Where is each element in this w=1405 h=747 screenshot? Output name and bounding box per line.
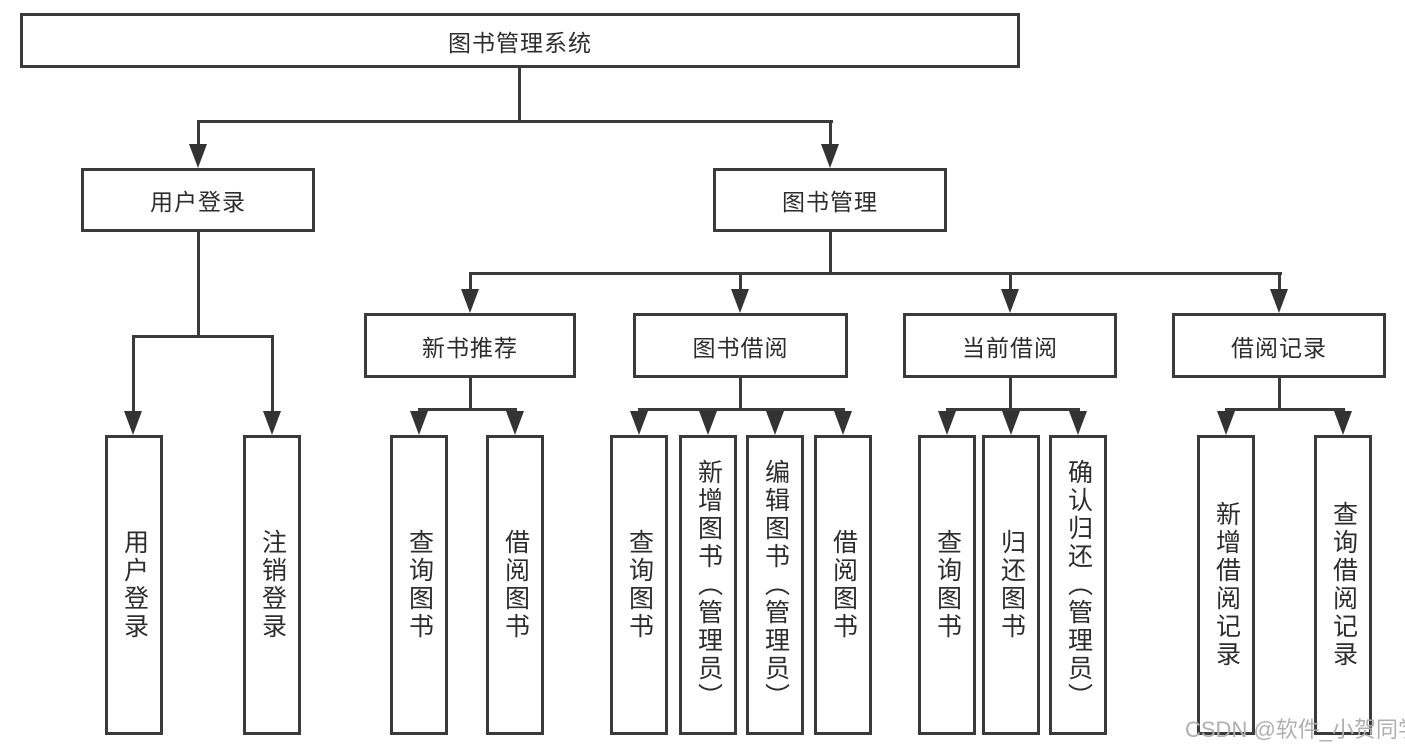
arrow-down-icon bbox=[699, 411, 717, 435]
arrow-down-icon bbox=[938, 411, 956, 435]
leaf-return-books: 归还图书 bbox=[982, 435, 1040, 735]
node-borrow-records-label: 借阅记录 bbox=[1231, 334, 1327, 361]
leaf-confirm-return-admin: 确认归还（管理员） bbox=[1049, 435, 1107, 735]
connector-line bbox=[132, 335, 135, 413]
leaf-add-book-admin: 新增图书（管理员） bbox=[679, 435, 737, 735]
connector-line bbox=[1009, 272, 1012, 291]
leaf-add-book-admin-label: 新增图书（管理员） bbox=[694, 459, 723, 711]
leaf-edit-book-admin-label: 编辑图书（管理员） bbox=[761, 459, 790, 711]
node-user-login: 用户登录 bbox=[81, 168, 315, 232]
arrow-down-icon bbox=[1069, 411, 1087, 435]
connector-line bbox=[739, 272, 742, 291]
leaf-borrow-books-recommend: 借阅图书 bbox=[486, 435, 544, 735]
node-current-borrow: 当前借阅 bbox=[903, 313, 1117, 378]
connector-line bbox=[418, 408, 517, 411]
arrow-down-icon bbox=[1002, 411, 1020, 435]
leaf-query-books-recommend: 查询图书 bbox=[390, 435, 448, 735]
leaf-query-books-borrow-label: 查询图书 bbox=[625, 529, 654, 641]
arrow-down-icon bbox=[1270, 289, 1288, 313]
leaf-borrow-books-recommend-label: 借阅图书 bbox=[501, 529, 530, 641]
leaf-return-books-label: 归还图书 bbox=[997, 529, 1026, 641]
connector-line bbox=[1009, 378, 1012, 408]
connector-line bbox=[946, 408, 1080, 411]
connector-line bbox=[197, 120, 833, 123]
connector-line bbox=[518, 68, 521, 120]
connector-line bbox=[1278, 272, 1281, 291]
leaf-query-borrow-record: 查询借阅记录 bbox=[1314, 435, 1372, 735]
arrow-down-icon bbox=[766, 411, 784, 435]
leaf-logout: 注销登录 bbox=[243, 435, 301, 735]
connector-line bbox=[469, 272, 472, 291]
node-book-management: 图书管理 bbox=[713, 168, 947, 232]
arrow-down-icon bbox=[410, 411, 428, 435]
arrow-down-icon bbox=[124, 411, 142, 435]
node-library-system-label: 图书管理系统 bbox=[448, 29, 592, 56]
leaf-borrow-books-borrow: 借阅图书 bbox=[814, 435, 872, 735]
node-current-borrow-label: 当前借阅 bbox=[962, 334, 1058, 361]
node-borrow-records: 借阅记录 bbox=[1172, 313, 1386, 378]
leaf-add-borrow-record-label: 新增借阅记录 bbox=[1212, 501, 1241, 669]
leaf-query-books-recommend-label: 查询图书 bbox=[405, 529, 434, 641]
arrow-down-icon bbox=[731, 289, 749, 313]
node-new-book-recommend-label: 新书推荐 bbox=[422, 334, 518, 361]
leaf-logout-label: 注销登录 bbox=[258, 529, 287, 641]
arrow-down-icon bbox=[630, 411, 648, 435]
connector-line bbox=[1278, 378, 1281, 408]
arrow-down-icon bbox=[834, 411, 852, 435]
connector-line bbox=[829, 232, 832, 272]
leaf-query-books-current-label: 查询图书 bbox=[933, 529, 962, 641]
node-book-borrow: 图书借阅 bbox=[633, 313, 848, 378]
arrow-down-icon bbox=[506, 411, 524, 435]
arrow-down-icon bbox=[1334, 411, 1352, 435]
connector-line bbox=[132, 335, 274, 338]
leaf-edit-book-admin: 编辑图书（管理员） bbox=[746, 435, 804, 735]
arrow-down-icon bbox=[189, 144, 207, 168]
watermark: CSDN @软件_小贺同学 bbox=[1185, 717, 1405, 742]
arrow-down-icon bbox=[461, 289, 479, 313]
node-library-system: 图书管理系统 bbox=[20, 13, 1020, 68]
connector-line bbox=[271, 335, 274, 413]
leaf-borrow-books-borrow-label: 借阅图书 bbox=[829, 529, 858, 641]
connector-line bbox=[739, 378, 742, 408]
connector-line bbox=[1225, 408, 1345, 411]
connector-line bbox=[469, 378, 472, 408]
arrow-down-icon bbox=[821, 144, 839, 168]
leaf-user-login-label: 用户登录 bbox=[120, 529, 149, 641]
node-user-login-label: 用户登录 bbox=[150, 189, 246, 215]
connector-line bbox=[469, 272, 1282, 275]
leaf-user-login: 用户登录 bbox=[105, 435, 163, 735]
leaf-query-borrow-record-label: 查询借阅记录 bbox=[1329, 501, 1358, 669]
node-book-borrow-label: 图书借阅 bbox=[692, 334, 789, 361]
arrow-down-icon bbox=[1217, 411, 1235, 435]
node-book-management-label: 图书管理 bbox=[782, 189, 878, 215]
leaf-query-books-borrow: 查询图书 bbox=[610, 435, 668, 735]
connector-line bbox=[829, 120, 832, 146]
leaf-query-books-current: 查询图书 bbox=[918, 435, 976, 735]
connector-line bbox=[638, 408, 845, 411]
connector-line bbox=[197, 120, 200, 146]
arrow-down-icon bbox=[1001, 289, 1019, 313]
connector-line bbox=[197, 232, 200, 335]
node-new-book-recommend: 新书推荐 bbox=[364, 313, 576, 378]
leaf-add-borrow-record: 新增借阅记录 bbox=[1197, 435, 1255, 735]
arrow-down-icon bbox=[263, 411, 281, 435]
leaf-confirm-return-admin-label: 确认归还（管理员） bbox=[1064, 459, 1093, 711]
